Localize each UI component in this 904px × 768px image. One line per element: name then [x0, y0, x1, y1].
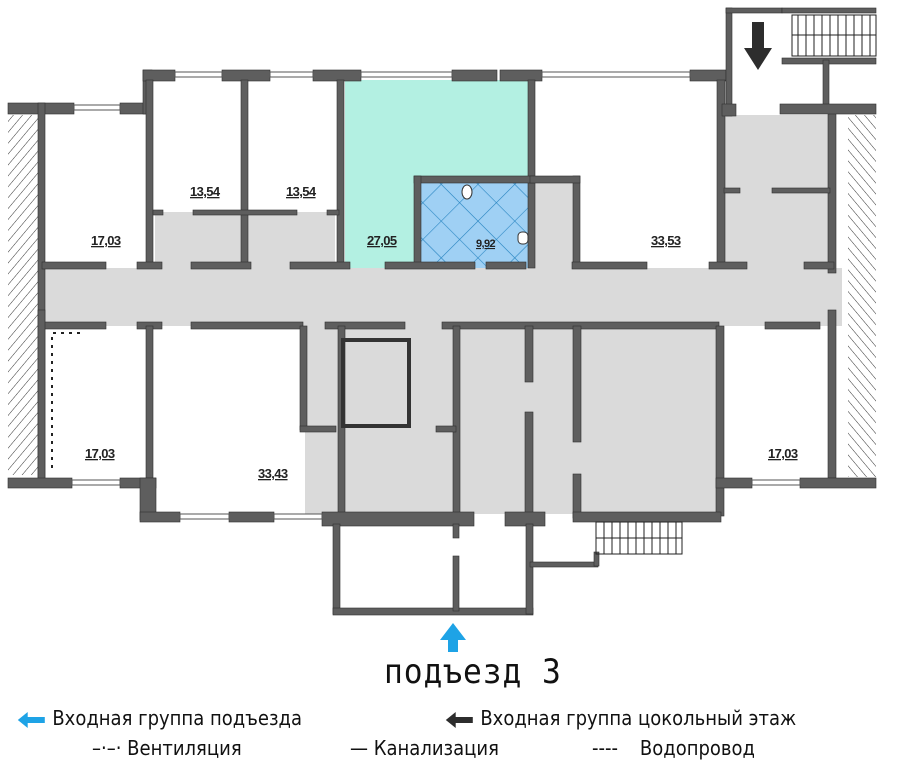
entrance-title: подъезд 3	[384, 652, 562, 692]
room-bottom-center-right	[578, 326, 722, 514]
legend-sewage: — Канализация	[350, 736, 499, 760]
room-area-label: 33,43	[258, 466, 288, 481]
room-area-label: 17,03	[85, 446, 115, 461]
legend-water: ---- Водопровод	[592, 736, 755, 760]
black-left-arrow-icon	[445, 711, 473, 728]
windows	[71, 71, 801, 520]
legend-ventilation: –·–· Вентиляция	[92, 736, 242, 760]
legend-label: Канализация	[373, 736, 499, 760]
room-area-label: 13,54	[286, 184, 317, 199]
hall-bottom-center	[305, 326, 581, 514]
hatched-wall-left	[8, 115, 40, 475]
room-area-label: 17,03	[768, 446, 798, 461]
legend-label: Водопровод	[639, 736, 756, 760]
basement-entrance-arrow-icon	[744, 22, 772, 70]
blue-left-arrow-icon	[17, 711, 45, 728]
toilet-icon	[461, 184, 473, 200]
room-area-label: 9,92	[476, 238, 495, 250]
room-area-label: 17,03	[91, 233, 121, 248]
bathroom-floor	[420, 180, 530, 268]
legend-label: Входная группа цокольный этаж	[480, 706, 797, 730]
hatched-wall-right	[848, 115, 876, 477]
room-area-label: 13,54	[190, 184, 221, 199]
stairs-bottom	[595, 521, 683, 555]
legend-label: Входная группа подъезда	[52, 706, 303, 730]
stairs-top-right	[791, 14, 877, 57]
corridor	[42, 268, 842, 326]
ventilation-line-symbol: –·–·	[92, 736, 122, 760]
hall-bath-side	[530, 182, 574, 268]
room-area-label: 27,05	[367, 233, 397, 248]
water-line-symbol: ----	[592, 736, 618, 760]
entrance-arrow-icon	[440, 623, 466, 652]
walls	[7, 7, 877, 616]
legend-entrance-group: Входная группа подъезда	[16, 706, 302, 730]
sink-icon	[517, 231, 529, 245]
legend-basement-entrance: Входная группа цокольный этаж	[444, 706, 796, 730]
water-pipe-line	[51, 332, 80, 468]
legend-label: Вентиляция	[127, 736, 242, 760]
sewage-line-symbol: —	[350, 736, 368, 760]
room-area-label: 33,53	[651, 233, 681, 248]
